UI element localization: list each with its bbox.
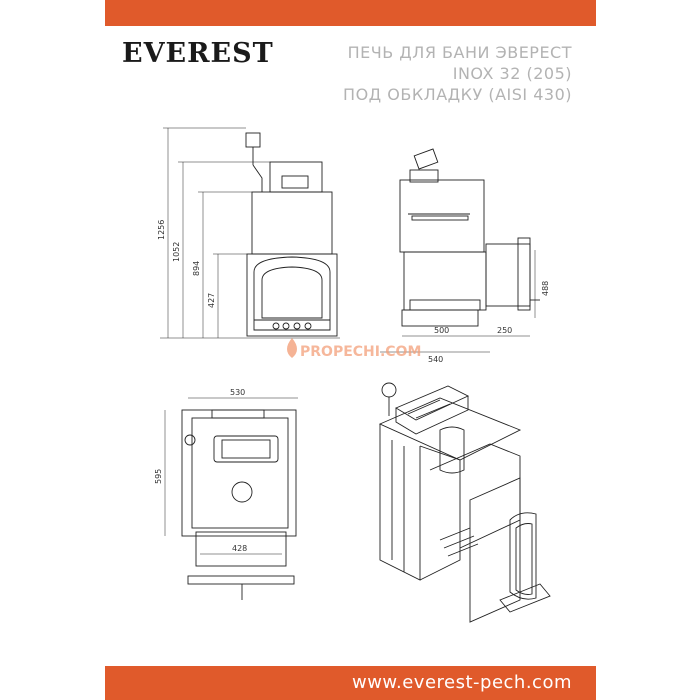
top-chimney-hole bbox=[231, 481, 253, 503]
upper-body bbox=[251, 191, 333, 255]
iso-door bbox=[509, 512, 537, 600]
iso-body-left bbox=[379, 424, 421, 581]
top-view bbox=[164, 397, 298, 600]
dim-595-label: 595 bbox=[154, 469, 163, 484]
top-ash-box bbox=[195, 531, 287, 567]
watermark-flame-icon bbox=[287, 338, 297, 358]
iso-flue-opening bbox=[439, 426, 465, 474]
side-pipe-box bbox=[409, 169, 439, 183]
top-rear-flange bbox=[211, 409, 265, 419]
title-line-2: INOX 32 (205) bbox=[452, 64, 572, 83]
side-base bbox=[401, 309, 479, 327]
door-knob-4 bbox=[304, 322, 312, 330]
dim-1256-label: 1256 bbox=[157, 220, 166, 240]
dim-530-label: 530 bbox=[230, 388, 245, 397]
tunnel-frame bbox=[517, 237, 531, 311]
iso-firebox bbox=[429, 443, 521, 549]
dim-488-label: 488 bbox=[541, 281, 550, 296]
iso-grate bbox=[439, 527, 479, 557]
footer-website-link[interactable]: www.everest-pech.com bbox=[351, 672, 572, 693]
top-accent-bar bbox=[105, 0, 596, 26]
side-tank bbox=[413, 148, 439, 170]
door-knob-1 bbox=[272, 322, 280, 330]
watermark: PROPECHI.COM bbox=[287, 338, 421, 360]
side-ash-drawer bbox=[409, 299, 481, 311]
iso-door-glass bbox=[515, 523, 533, 595]
dim-500-label: 500 bbox=[434, 326, 449, 335]
top-vent-circle bbox=[184, 434, 196, 446]
side-view bbox=[380, 148, 540, 353]
dim-250-label: 250 bbox=[497, 326, 512, 335]
dim-1052-label: 1052 bbox=[172, 242, 181, 262]
bottom-accent-bar bbox=[105, 666, 596, 700]
dim-428-label: 428 bbox=[232, 544, 247, 553]
chimney-bend bbox=[252, 164, 263, 192]
top-inner-plate bbox=[191, 417, 289, 529]
top-stone-box bbox=[269, 161, 323, 193]
top-plate bbox=[181, 409, 297, 537]
brand-logo: EVEREST bbox=[122, 38, 274, 69]
iso-body-top bbox=[378, 397, 522, 461]
top-box-inner bbox=[281, 175, 309, 189]
iso-ash-drawer bbox=[499, 583, 551, 613]
front-door bbox=[253, 256, 331, 331]
dim-427-label: 427 bbox=[207, 293, 216, 308]
door-glass bbox=[261, 266, 323, 319]
lower-body bbox=[246, 253, 338, 337]
iso-tunnel bbox=[469, 477, 521, 623]
title-line-1: ПЕЧЬ ДЛЯ БАНИ ЭВЕРЕСТ bbox=[347, 43, 572, 62]
top-door-frame bbox=[213, 435, 279, 463]
watermark-text: PROPECHI.COM bbox=[300, 344, 421, 360]
top-door-inner bbox=[221, 439, 271, 459]
iso-body-walls bbox=[391, 440, 405, 572]
isometric-view bbox=[378, 382, 551, 623]
door-knob-3 bbox=[293, 322, 301, 330]
iso-tank bbox=[381, 382, 397, 398]
door-knob-2 bbox=[282, 322, 290, 330]
front-view bbox=[160, 127, 340, 339]
top-ash-tray bbox=[187, 575, 295, 585]
side-lower-body bbox=[403, 251, 487, 311]
iso-stone-bars bbox=[407, 399, 451, 419]
product-title: ПЕЧЬ ДЛЯ БАНИ ЭВЕРЕСТ INOX 32 (205) ПОД … bbox=[343, 42, 572, 105]
dim-894-label: 894 bbox=[192, 261, 201, 276]
title-line-3: ПОД ОБКЛАДКУ (AISI 430) bbox=[343, 85, 572, 104]
brand-logo-text: EVEREST bbox=[122, 38, 274, 69]
side-slot bbox=[411, 215, 469, 221]
water-tank-top bbox=[245, 132, 261, 148]
dim-540-label: 540 bbox=[428, 355, 443, 364]
tunnel bbox=[485, 243, 531, 307]
